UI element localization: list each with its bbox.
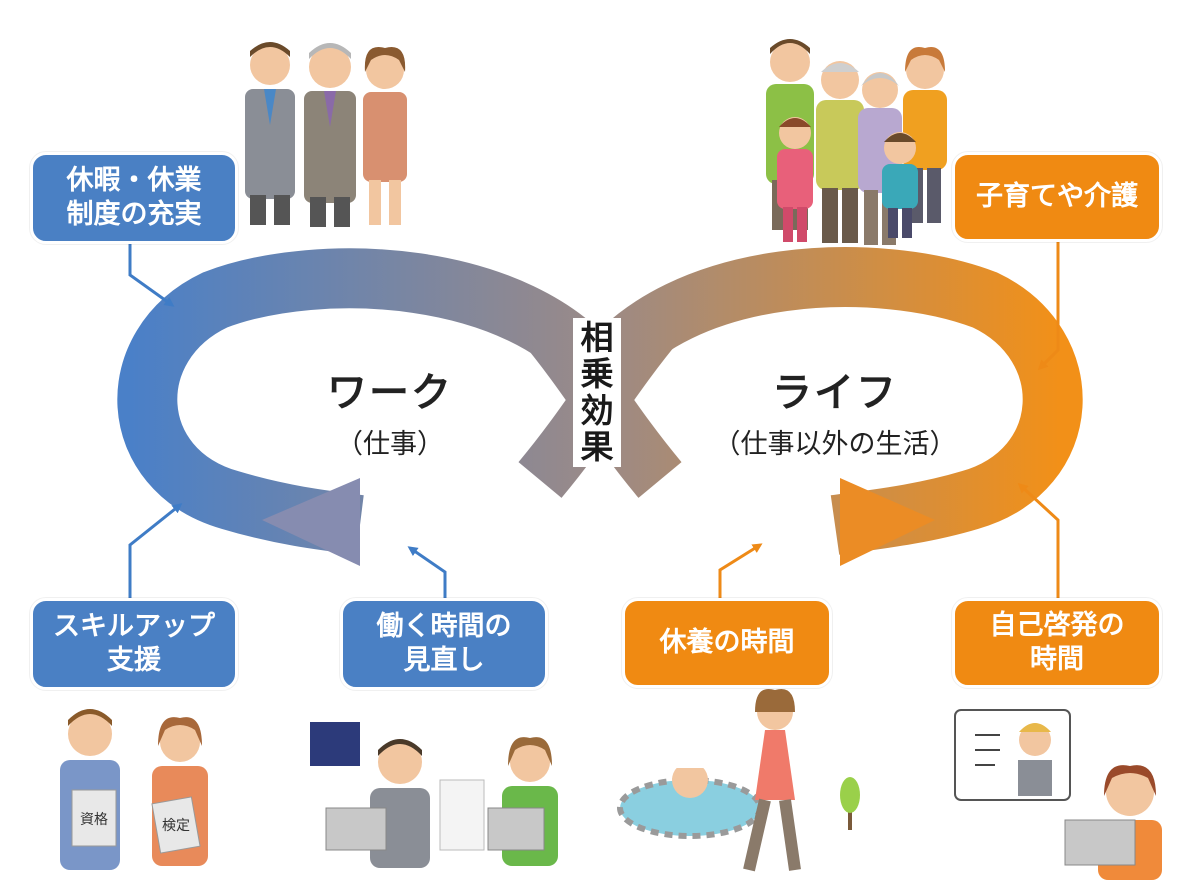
self-development-box: 自己啓発の 時間 [952,598,1162,688]
left-loop-arrowhead [262,478,360,566]
box-line: 子育てや介護 [976,181,1138,213]
right-loop-band [575,247,1083,555]
synergy-char: 乗 [580,354,614,394]
work-title-block: ワーク （仕事） [270,360,510,461]
business-people-illustration [245,42,407,227]
synergy-char: 相 [580,318,614,357]
arrow-hours-to-work [407,546,447,600]
box-line: スキルアップ [53,611,215,643]
synergy-char: 果 [580,426,614,466]
box-line: 休養の時間 [659,627,795,659]
synergy-label: 相 乗 効 果 [573,318,621,468]
box-line: 自己啓発の [989,610,1125,642]
life-title-block: ライフ （仕事以外の生活） [690,360,980,461]
box-line: 休暇・休業 [66,165,202,197]
rest-time-box: 休養の時間 [622,598,832,688]
work-subtitle: （仕事） [336,429,444,460]
certification-label: 検定 [162,818,190,834]
rest-illustration [617,688,860,872]
box-line: 見直し [403,645,485,676]
arrow-skill-to-work [128,503,183,600]
night-window [310,722,360,766]
arrow-rest-to-life [718,543,763,600]
arrow-leave-to-work [128,240,175,307]
self-development-illustration [954,709,1162,880]
synergy-char: 効 [580,390,614,430]
skill-up-box: スキルアップ 支援 [30,598,238,690]
box-line: 時間 [1030,644,1084,675]
family-illustration [766,39,947,245]
box-line: 制度の充実 [66,199,202,230]
work-hours-box: 働く時間の 見直し [340,598,548,690]
connector-arrows [128,240,1060,600]
box-line: 働く時間の [376,611,512,643]
box-line: 支援 [107,645,161,676]
leave-system-box: 休暇・休業 制度の充実 [30,152,238,244]
work-title: ワーク [327,370,453,416]
overwork-illustration [310,722,558,868]
childcare-box: 子育てや介護 [952,152,1162,242]
arrow-childcare-to-life [1037,240,1060,371]
life-subtitle: （仕事以外の生活） [713,429,957,460]
skill-up-illustration: 資格 検定 [60,709,208,870]
arrow-selfdev-to-life [1017,482,1060,600]
left-loop-band [117,248,624,555]
qualification-label: 資格 [80,812,108,828]
right-loop-arrowhead [840,478,935,566]
life-title: ライフ [772,370,898,416]
